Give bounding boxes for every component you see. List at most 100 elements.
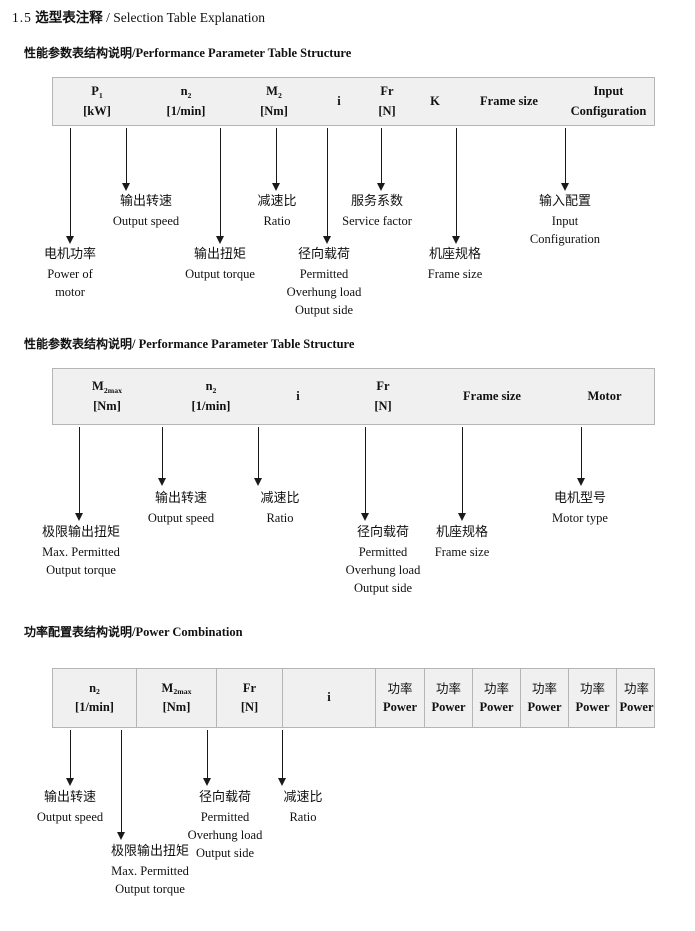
page-title: 1.5 选型表注释 / Selection Table Explanation [12,6,265,26]
callout-frame-size-2: 机座规格 Frame size [435,524,490,561]
section-heading-performance-parameter-1: 性能参数表结构说明/Performance Parameter Table St… [24,44,351,61]
table3-col-power-1: 功率 Power [376,669,425,727]
callout-permitted-overhung-load-2-cn: 径向载荷 [356,525,410,540]
callout-input-configuration-cn: 输入配置 [538,194,592,209]
arrow-to-output-speed [122,128,131,191]
table3-col-power-4-cn: 功率 [531,680,557,696]
table2-col-fr: Fr [N] [335,369,431,424]
arrow-to-service-factor [377,128,386,191]
table2-col-frame-size: Frame size [431,369,553,424]
callout-permitted-overhung-load-3-en-1: Permitted [200,809,250,824]
arrow-to-max-permitted-output-torque [75,427,84,521]
arrow-to-power-of-motor [66,128,75,244]
callout-max-permitted-output-torque-3: 极限输出扭矩 Max. Permitted Output torque [111,843,189,898]
table3-col-m2max: M2max [Nm] [137,669,217,727]
section-heading-english: Performance Parameter Table Structure [135,46,352,60]
table2-col-fr-unit: [N] [374,398,392,413]
arrow-to-output-torque [216,128,225,244]
table1-col-k: K [413,78,457,125]
callout-output-torque: 输出扭矩 Output torque [185,246,255,283]
arrow-to-ratio-3 [278,730,287,786]
table3-col-power-1-en: Power [382,700,417,714]
page-title-separator: / [106,10,110,25]
table2-col-motor-label: Motor [587,388,622,403]
callout-permitted-overhung-load-en-2: Overhung load [286,284,362,299]
table2-col-n2-unit: [1/min] [191,398,231,413]
callout-frame-size-2-cn: 机座规格 [435,525,488,540]
table2-col-m2max-symbol: M2max [92,379,122,395]
callout-input-configuration: 输入配置 Input Configuration [530,193,600,248]
callout-output-speed-en-1: Output speed [112,213,180,228]
table1-col-i: i [317,78,361,125]
callout-output-speed-2: 输出转速 Output speed [148,490,214,527]
callout-output-torque-cn: 输出扭矩 [193,247,247,262]
table3-col-power-6-cn: 功率 [623,680,649,696]
table1-col-input-configuration-line2: Configuration [570,103,647,118]
table1-col-fr-symbol: Fr [380,84,394,99]
table3-col-power-1-cn: 功率 [387,680,413,696]
table3-col-power-6: 功率 Power [617,669,656,727]
table1-col-p1-symbol: P1 [91,84,103,100]
callout-motor-type-en-1: Motor type [552,510,608,525]
section-heading-chinese: 性能参数表结构说明 [24,46,133,60]
table2-col-n2: n2 [1/min] [161,369,261,424]
performance-parameter-table-2: M2max [Nm] n2 [1/min] i Fr [N] Frame siz… [52,368,655,425]
table1-col-m2-unit: [Nm] [260,103,288,118]
table3-col-m2max-unit: [Nm] [162,700,191,714]
callout-service-factor-cn: 服务系数 [350,194,404,209]
callout-ratio-en-1: Ratio [263,213,291,228]
section3-heading-separator: / [132,625,136,639]
table1-col-frame-size: Frame size [457,78,561,125]
table1-col-i-symbol: i [337,93,341,108]
table3-col-fr: Fr [N] [217,669,283,727]
section-heading-power-combination: 功率配置表结构说明/Power Combination [24,623,243,640]
callout-output-torque-en-1: Output torque [185,266,255,281]
table1-col-frame-size-label: Frame size [480,93,538,108]
callout-permitted-overhung-load-2-en-1: Permitted [358,544,408,559]
table1-col-input-configuration-line1: Input [593,84,624,99]
callout-permitted-overhung-load-3-en-2: Overhung load [187,827,263,842]
callout-max-permitted-output-torque: 极限输出扭矩 Max. Permitted Output torque [42,524,120,579]
table3-col-power-3: 功率 Power [473,669,521,727]
table3-col-power-5: 功率 Power [569,669,617,727]
table1-col-input-configuration: Input Configuration [561,78,656,125]
arrow-to-frame-size [452,128,461,244]
table2-col-m2max: M2max [Nm] [53,369,161,424]
table3-col-power-4-en: Power [527,700,562,714]
callout-ratio-2-en-1: Ratio [266,510,294,525]
arrow-to-output-speed-3 [66,730,75,786]
callout-max-permitted-output-torque-3-en-2: Output torque [115,881,185,896]
table3-col-power-2-cn: 功率 [435,680,461,696]
table1-col-p1: P1 [kW] [53,78,141,125]
callout-max-permitted-output-torque-3-cn: 极限输出扭矩 [110,844,190,859]
table1-col-n2-symbol: n2 [180,84,192,100]
callout-output-speed: 输出转速 Output speed [113,193,179,230]
callout-permitted-overhung-load-2: 径向载荷 Permitted Overhung load Output side [346,524,421,597]
callout-frame-size-2-en-1: Frame size [434,544,490,559]
table3-col-fr-unit: [N] [240,700,259,714]
callout-ratio-3: 减速比 Ratio [283,789,322,826]
table3-col-n2: n2 [1/min] [53,669,137,727]
callout-ratio-3-cn: 减速比 [283,790,323,805]
table2-col-n2-symbol: n2 [205,379,217,395]
callout-output-speed-2-en-1: Output speed [147,510,215,525]
table3-col-power-3-cn: 功率 [483,680,509,696]
callout-max-permitted-output-torque-3-en-1: Max. Permitted [111,863,189,878]
table3-col-fr-symbol: Fr [242,680,257,695]
callout-ratio-cn: 减速比 [257,194,297,209]
table1-col-fr: Fr [N] [361,78,413,125]
callout-permitted-overhung-load: 径向载荷 Permitted Overhung load Output side [287,246,362,319]
callout-permitted-overhung-load-2-en-3: Output side [354,581,412,596]
arrow-to-frame-size-2 [458,427,467,521]
table2-col-motor: Motor [553,369,656,424]
callout-max-permitted-output-torque-en-2: Output torque [46,562,116,577]
table2-col-fr-symbol: Fr [376,379,390,394]
page-title-number: 1.5 [12,10,32,25]
table3-col-power-5-cn: 功率 [579,680,605,696]
table3-col-power-2-en: Power [431,700,466,714]
callout-ratio-3-en-1: Ratio [289,809,317,824]
callout-permitted-overhung-load-en-1: Permitted [299,266,349,281]
callout-input-configuration-en-1: Input [551,213,579,228]
section2-heading-separator: / [132,337,136,351]
